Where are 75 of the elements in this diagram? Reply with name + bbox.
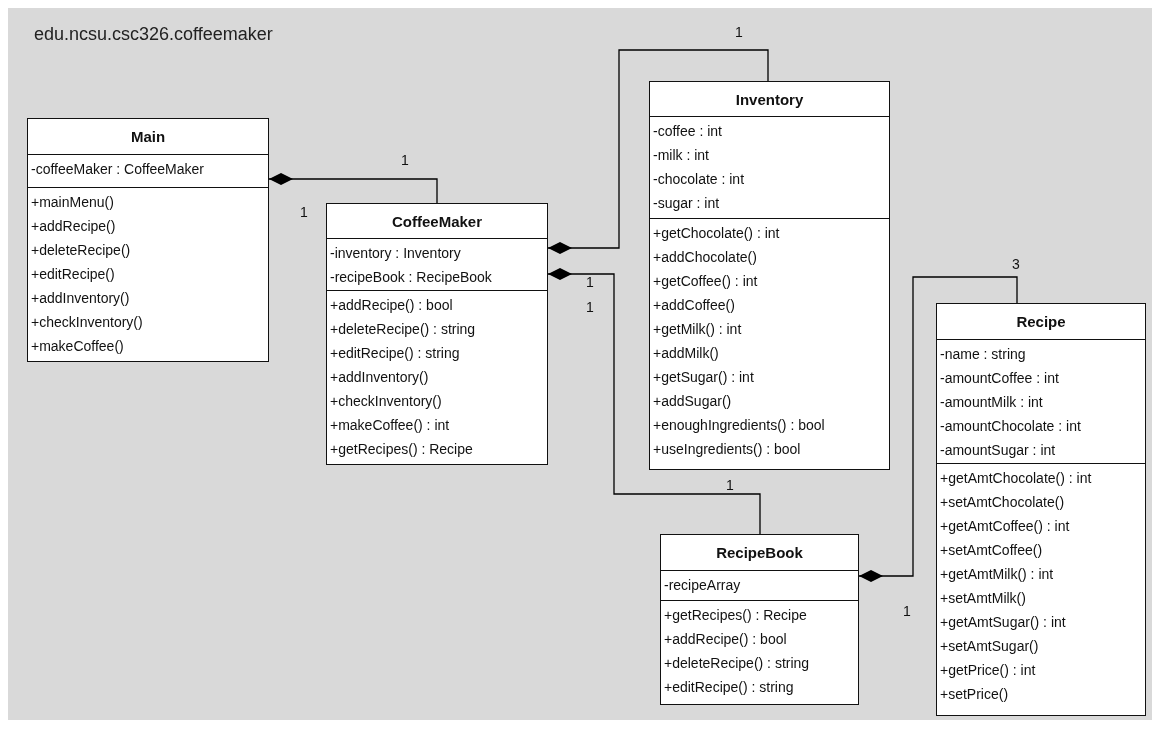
method-text: +getAmtSugar() : int: [940, 613, 1066, 632]
method-text: +addCoffee(): [653, 296, 735, 315]
attribute-text: -coffee : int: [653, 122, 722, 141]
method-text: +addInventory(): [330, 368, 429, 387]
attribute-text: -recipeBook : RecipeBook: [330, 268, 492, 287]
method-text: +editRecipe(): [31, 265, 115, 284]
multiplicity-label: 1: [401, 152, 409, 168]
class-name: Main: [130, 128, 166, 145]
method-text: +setAmtMilk(): [940, 589, 1026, 608]
method-text: +getMilk() : int: [653, 320, 742, 339]
method-text: +addRecipe() : bool: [330, 296, 453, 315]
method-text: +checkInventory(): [330, 392, 442, 411]
multiplicity-label: 1: [586, 274, 594, 290]
attribute-text: -chocolate : int: [653, 170, 745, 189]
method-text: +deleteRecipe() : string: [664, 654, 810, 673]
method-text: +editRecipe() : string: [664, 678, 794, 697]
method-text: +getRecipes() : Recipe: [330, 440, 473, 459]
attribute-text: -amountCoffee : int: [940, 369, 1059, 388]
method-text: +mainMenu(): [31, 193, 114, 212]
composition-line: [268, 173, 438, 204]
attribute-text: -amountSugar : int: [940, 441, 1056, 460]
method-text: +getPrice() : int: [940, 661, 1036, 680]
attribute-text: -recipeArray: [664, 576, 741, 595]
method-text: +getCoffee() : int: [653, 272, 758, 291]
class-box: [326, 203, 548, 465]
class-name: CoffeeMaker: [392, 212, 482, 230]
composition-line: [547, 49, 769, 254]
package-frame: [8, 8, 1152, 720]
attribute-text: -sugar : int: [653, 194, 720, 213]
multiplicity-label: 1: [300, 204, 308, 220]
method-text: +checkInventory(): [31, 313, 143, 332]
attribute-text: -milk : int: [653, 146, 709, 165]
method-text: +getChocolate() : int: [653, 224, 780, 243]
method-text: +enoughIngredients() : bool: [653, 416, 825, 435]
multiplicity-label: 1: [735, 24, 743, 40]
multiplicity-label: 1: [726, 477, 734, 493]
method-text: +makeCoffee(): [31, 337, 124, 356]
method-text: +setAmtSugar(): [940, 637, 1039, 656]
class-name: RecipeBook: [716, 544, 803, 561]
attribute-text: -name : string: [940, 345, 1026, 364]
composition-line: [547, 268, 761, 535]
attribute-text: -amountChocolate : int: [940, 417, 1081, 436]
method-text: +editRecipe() : string: [330, 344, 460, 363]
class-box: [27, 118, 269, 362]
package-name: edu.ncsu.csc326.coffeemaker: [34, 24, 273, 45]
method-text: +setAmtChocolate(): [940, 493, 1065, 512]
composition-line: [858, 276, 1018, 582]
method-text: +addRecipe(): [31, 217, 116, 236]
method-text: +addMilk(): [653, 344, 719, 363]
method-text: +addInventory(): [31, 289, 130, 308]
class-box: [649, 81, 890, 470]
method-text: +setAmtCoffee(): [940, 541, 1043, 560]
method-text: +addChocolate(): [653, 248, 757, 267]
method-text: +getAmtChocolate() : int: [940, 469, 1092, 488]
attribute-text: -inventory : Inventory: [330, 244, 461, 263]
method-text: +getAmtMilk() : int: [940, 565, 1054, 584]
method-text: +addSugar(): [653, 392, 732, 411]
attribute-text: -amountMilk : int: [940, 393, 1043, 412]
method-text: +getRecipes() : Recipe: [664, 606, 807, 625]
method-text: +getAmtCoffee() : int: [940, 517, 1070, 536]
class-box: [660, 534, 859, 705]
method-text: +addRecipe() : bool: [664, 630, 787, 649]
class-name: Recipe: [1016, 313, 1066, 330]
class-box: [936, 303, 1146, 716]
method-text: +getSugar() : int: [653, 368, 754, 387]
multiplicity-label: 1: [903, 603, 911, 619]
class-name: Inventory: [735, 90, 804, 108]
multiplicity-label: 3: [1012, 256, 1020, 272]
attribute-text: -coffeeMaker : CoffeeMaker: [31, 160, 204, 179]
method-text: +deleteRecipe() : string: [330, 320, 476, 339]
method-text: +makeCoffee() : int: [330, 416, 450, 435]
method-text: +setPrice(): [940, 685, 1009, 704]
multiplicity-label: 1: [586, 299, 594, 315]
method-text: +useIngredients() : bool: [653, 440, 801, 459]
method-text: +deleteRecipe(): [31, 241, 131, 260]
